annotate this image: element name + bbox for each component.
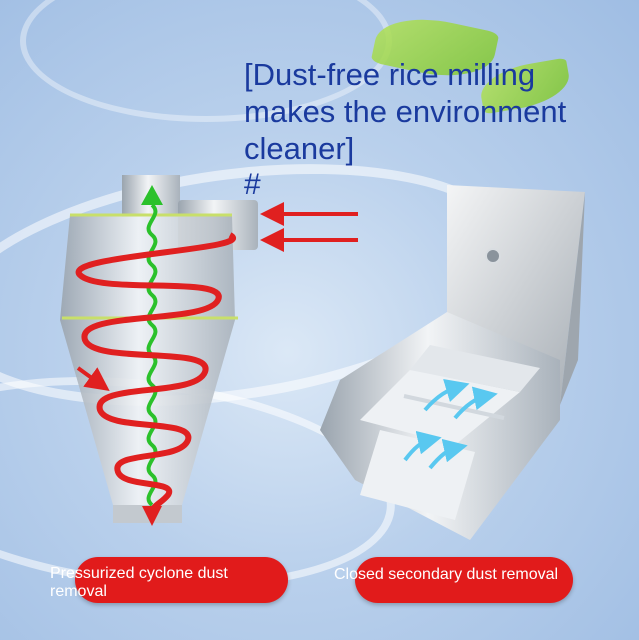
caption-secondary-dust-removal: Closed secondary dust removal (334, 566, 559, 583)
side-arrow (76, 366, 110, 392)
blue-airflow-arrows (403, 378, 498, 470)
red-airflow-spiral (75, 232, 236, 519)
caption-pill-right (355, 557, 573, 603)
headline: [Dust-free rice milling makes the enviro… (244, 57, 567, 166)
hash-mark: # (244, 168, 261, 201)
cyclone-body (60, 175, 258, 523)
green-up-arrow (141, 185, 163, 205)
caption-cyclone-dust-removal: Pressurized cyclone dust removal (50, 565, 228, 600)
secondary-dust-removal-device (320, 185, 585, 540)
caption-pill-left (75, 557, 288, 603)
red-down-arrow (142, 506, 162, 526)
